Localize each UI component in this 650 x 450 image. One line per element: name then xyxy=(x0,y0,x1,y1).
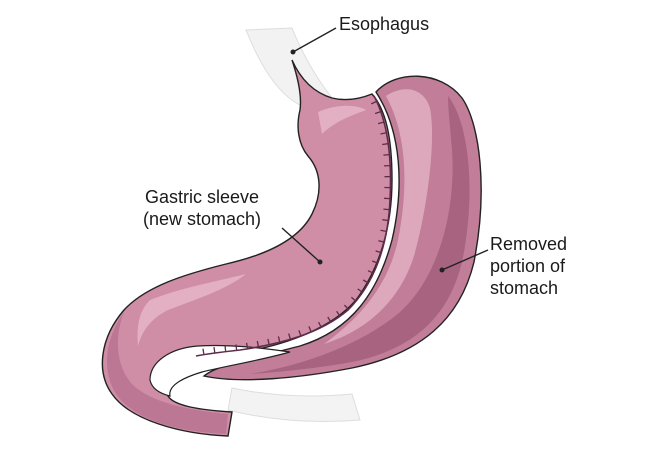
staple-mark xyxy=(367,270,374,274)
staple-mark xyxy=(336,310,341,317)
gastric-sleeve-upper-highlight xyxy=(318,105,366,134)
label-removed-line2: portion of xyxy=(490,256,566,276)
leader-dot-gastric-sleeve xyxy=(317,259,323,265)
staple-mark xyxy=(382,219,389,222)
staple-mark xyxy=(213,347,216,354)
staple-mark xyxy=(308,326,312,333)
staple-mark xyxy=(245,342,249,349)
duodenum-tail xyxy=(227,387,361,423)
staple-mark xyxy=(350,296,357,302)
duodenum-inner-gap xyxy=(149,344,291,397)
removed-portion-shape xyxy=(202,75,482,381)
staple-mark xyxy=(383,208,390,211)
staple-mark xyxy=(383,153,390,156)
staple-mark xyxy=(235,344,238,351)
label-gastric-sleeve: Gastric sleeve (new stomach) xyxy=(143,186,261,230)
staple-mark xyxy=(362,279,369,284)
staple-mark xyxy=(202,348,205,355)
removed-portion-highlight xyxy=(324,89,433,344)
staple-mark xyxy=(380,229,387,233)
gastric-sleeve-body xyxy=(101,59,393,437)
label-gastric-sleeve-line2: (new stomach) xyxy=(143,209,262,229)
staple-mark xyxy=(298,330,302,337)
staple-mark xyxy=(380,132,387,135)
removed-portion-dark-rim xyxy=(250,96,470,374)
staple-mark xyxy=(267,338,270,345)
staple-mark xyxy=(371,260,379,264)
gastric-sleeve-highlight xyxy=(137,274,246,346)
staple-mark xyxy=(318,321,322,328)
leader-removed xyxy=(441,249,489,271)
label-esophagus: Esophagus xyxy=(339,13,429,35)
staple-mark xyxy=(374,110,382,115)
staple-mark xyxy=(256,340,260,348)
staple-mark xyxy=(370,100,377,105)
gastric-sleeve-shape xyxy=(101,59,393,437)
label-removed-line3: stomach xyxy=(490,278,559,298)
staple-mark xyxy=(357,288,363,293)
label-esophagus-text: Esophagus xyxy=(339,14,430,34)
staple-line xyxy=(195,95,392,357)
staple-marks xyxy=(202,100,391,355)
staple-mark xyxy=(382,143,389,146)
staple-mark xyxy=(378,240,385,243)
leader-gastric-sleeve xyxy=(281,227,321,263)
label-removed-line1: Removed xyxy=(490,234,568,254)
gastric-sleeve-shadow xyxy=(106,312,228,434)
staple-mark xyxy=(224,345,227,352)
staple-mark xyxy=(277,336,281,343)
leader-dot-removed xyxy=(439,267,445,273)
label-removed-portion: Removed portion of stomach xyxy=(490,233,567,299)
staple-mark xyxy=(375,250,382,254)
staple-mark xyxy=(288,333,292,340)
staple-mark xyxy=(327,316,332,323)
staple-mark xyxy=(343,304,350,310)
staple-mark xyxy=(377,121,385,125)
leader-dot-esophagus xyxy=(290,49,296,55)
leader-esophagus xyxy=(292,27,337,53)
label-gastric-sleeve-line1: Gastric sleeve xyxy=(145,187,260,207)
